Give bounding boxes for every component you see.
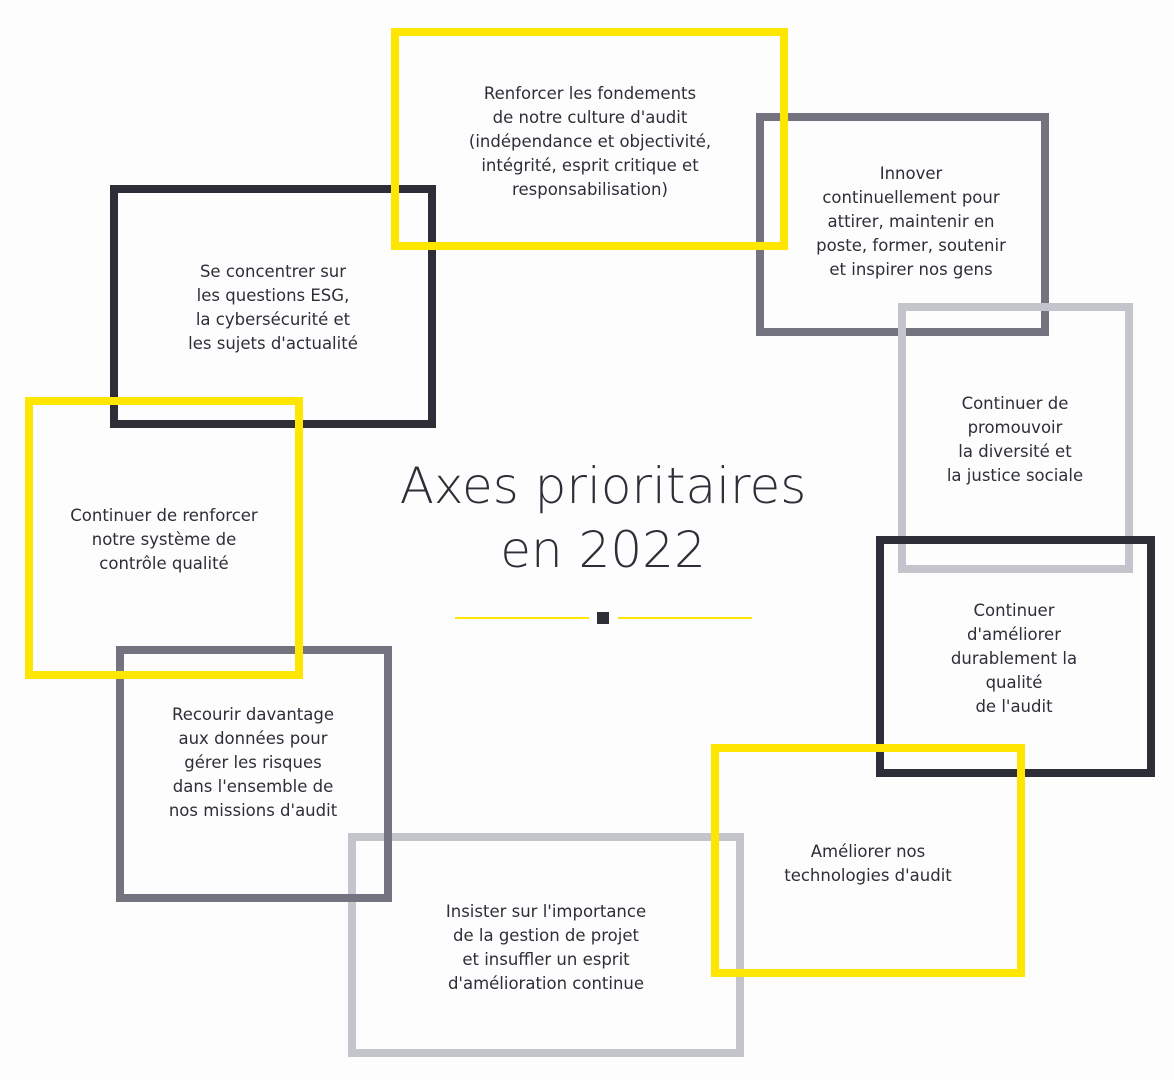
frame-technologies (711, 744, 1025, 977)
priority-culture-audit: Renforcer les fondements de notre cultur… (468, 84, 712, 199)
priority-technologies: Améliorer nos technologies d'audit (784, 842, 952, 885)
frame-controle-qualite (25, 397, 303, 679)
frame-diversite (898, 303, 1133, 573)
title-divider-right (618, 617, 752, 619)
priority-donnees: Recourir davantage aux données pour gére… (168, 705, 338, 820)
divider-square-icon (597, 612, 609, 624)
frame-esg (110, 185, 436, 428)
frame-donnees (116, 646, 392, 902)
priority-qualite-audit: Continuer d'améliorer durablement la qua… (950, 601, 1078, 716)
title-divider-left (455, 617, 589, 619)
priority-innover: Innover continuellement pour attirer, ma… (816, 164, 1006, 279)
priority-esg: Se concentrer sur les questions ESG, la … (188, 262, 358, 353)
priority-diversite: Continuer de promouvoir la diversité et … (946, 394, 1084, 485)
frame-qualite-audit (876, 536, 1155, 777)
priority-controle-qualite: Continuer de renforcer notre système de … (70, 506, 258, 573)
priority-gestion-projet: Insister sur l'importance de la gestion … (445, 902, 647, 993)
frame-gestion-projet (348, 833, 744, 1057)
diagram-title: Axes prioritaires en 2022 (399, 457, 807, 579)
frame-culture-audit (391, 28, 788, 250)
